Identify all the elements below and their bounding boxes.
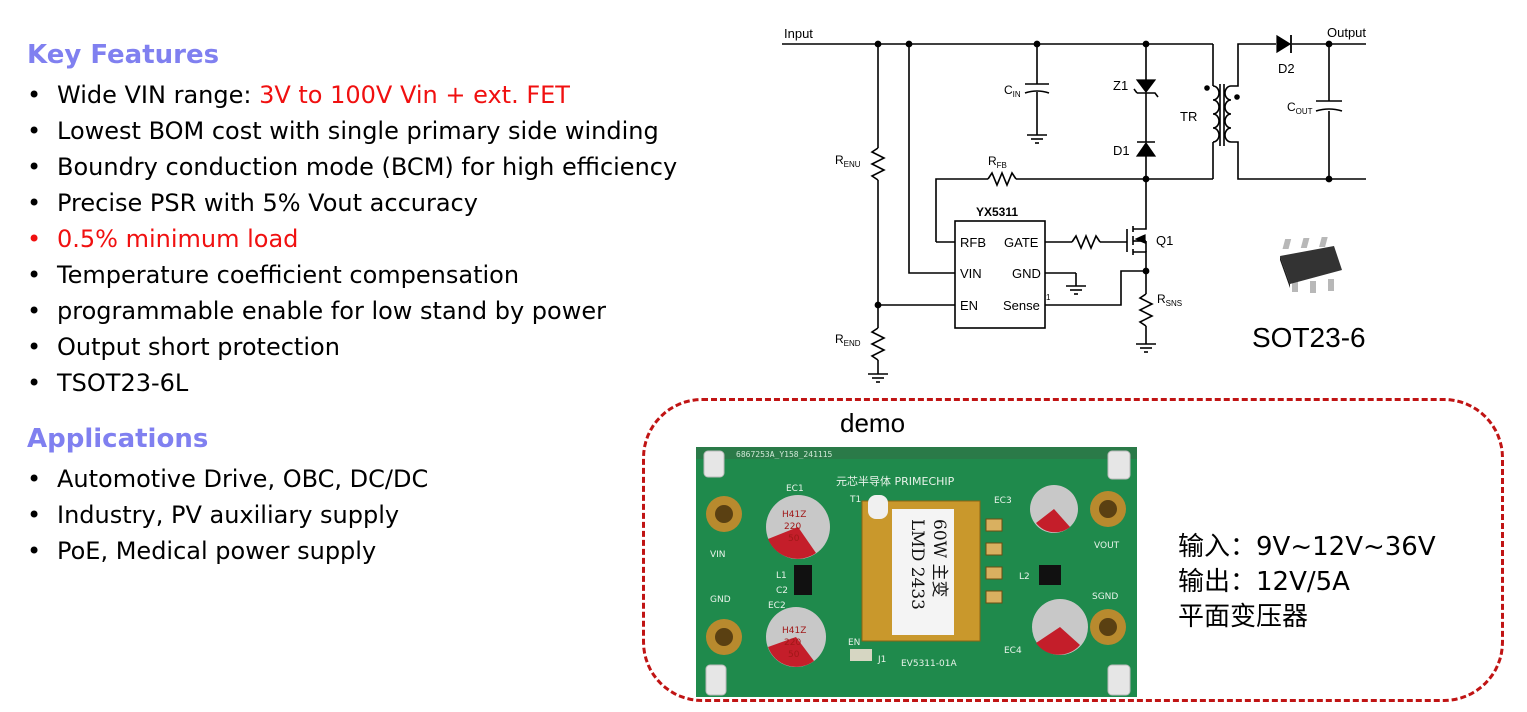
gnd-silk: GND: [710, 595, 731, 605]
bullet-icon: •: [27, 333, 42, 361]
list-item: •Output short protection: [27, 329, 677, 365]
rend-label: REND: [835, 332, 861, 348]
l1-silk: L1: [776, 571, 787, 581]
standoff-icon: [1107, 664, 1131, 696]
list-item: •0.5% minimum load: [27, 221, 677, 257]
input-label: Input: [784, 26, 813, 41]
inductor-l2: [1039, 565, 1061, 585]
bullet-icon: •: [27, 225, 42, 253]
q1-label: Q1: [1156, 233, 1173, 248]
list-item: •programmable enable for low stand by po…: [27, 293, 677, 329]
rfb-label: RFB: [988, 154, 1007, 170]
demo-label: demo: [840, 408, 906, 438]
spec-output: 输出：12V/5A: [1178, 567, 1350, 597]
bullet-icon: •: [27, 189, 42, 217]
key-features-title: Key Features: [27, 40, 220, 70]
svg-text:50: 50: [788, 534, 800, 544]
list-item: •Industry, PV auxiliary supply: [27, 497, 428, 533]
standoff-icon: [705, 664, 727, 696]
ic-name: YX5311: [976, 205, 1018, 219]
list-item: •Wide VIN range: 3V to 100V Vin + ext. F…: [27, 77, 677, 113]
vout-silk: VOUT: [1094, 541, 1120, 551]
ec2-silk: EC2: [768, 601, 786, 611]
en-header: [850, 649, 872, 661]
j1-silk: J1: [877, 655, 886, 665]
standoff-icon: [703, 450, 725, 478]
tr-label: TR: [1180, 109, 1197, 124]
sot23-chip-icon: [1280, 237, 1342, 293]
ec1-silk: EC1: [786, 484, 804, 494]
key-features-list: •Wide VIN range: 3V to 100V Vin + ext. F…: [27, 77, 677, 401]
en-silk: EN: [848, 638, 860, 648]
bullet-icon: •: [27, 537, 42, 565]
vin-silk: VIN: [710, 550, 726, 560]
cin-label: CIN: [1004, 83, 1021, 99]
bullet-icon: •: [27, 369, 42, 397]
rsns-label: RSNS: [1157, 292, 1182, 308]
renu-label: RENU: [835, 153, 861, 169]
sgnd-silk: SGND: [1092, 592, 1118, 602]
svg-text:H41Z: H41Z: [782, 510, 806, 520]
diode-d2-icon: [1276, 34, 1292, 54]
pin-gate: GATE: [1004, 235, 1039, 250]
bullet-icon: •: [27, 117, 42, 145]
pin-en: EN: [960, 298, 978, 313]
package-label: SOT23-6: [1252, 322, 1366, 353]
transformer-text-1: 60W 主变: [929, 519, 949, 598]
list-item: •Temperature coefficient compensation: [27, 257, 677, 293]
pin-sense: Sense: [1003, 298, 1040, 313]
list-item: •Boundry conduction mode (BCM) for high …: [27, 149, 677, 185]
diode-d1-icon: [1135, 141, 1157, 157]
spec-transformer: 平面变压器: [1178, 602, 1309, 632]
pin-gnd: GND: [1012, 266, 1041, 281]
list-item: •Precise PSR with 5% Vout accuracy: [27, 185, 677, 221]
t1-silk: T1: [849, 495, 861, 505]
transformer-label: [892, 509, 954, 635]
standoff-icon: [1107, 450, 1131, 480]
applications-title: Applications: [27, 424, 209, 454]
demo-specs: 输入：9V~12V~36V 输出：12V/5A 平面变压器: [1178, 530, 1436, 635]
bullet-icon: •: [27, 501, 42, 529]
inductor-l1: [794, 565, 812, 595]
bullet-icon: •: [27, 81, 42, 109]
ec4-silk: EC4: [1004, 646, 1022, 656]
c2-silk: C2: [776, 586, 788, 596]
transformer-text-2: LMD 2433: [907, 519, 927, 610]
svg-text:H41Z: H41Z: [782, 626, 806, 636]
output-label: Output: [1327, 25, 1366, 40]
ec3-silk: EC3: [994, 496, 1012, 506]
cout-label: COUT: [1287, 100, 1313, 116]
d2-label: D2: [1278, 61, 1295, 76]
pin-vin: VIN: [960, 266, 982, 281]
board-brand: 元芯半导体 PRIMECHIP: [836, 474, 955, 488]
zener-diode-icon: [1135, 79, 1157, 93]
board-serial: 6867253A_Y158_241115: [736, 450, 833, 459]
svg-text:220: 220: [784, 638, 801, 648]
demo-frame: [642, 398, 1504, 702]
bullet-icon: •: [27, 297, 42, 325]
list-item: •Lowest BOM cost with single primary sid…: [27, 113, 677, 149]
pin1-marker: 1: [1046, 293, 1051, 302]
z1-label: Z1: [1113, 78, 1128, 93]
ground-icon: [868, 134, 1156, 383]
list-item: •Automotive Drive, OBC, DC/DC: [27, 461, 428, 497]
bullet-icon: •: [27, 465, 42, 493]
flyback-schematic: Input Output YX5311 RFB VIN EN GATE GND …: [782, 25, 1366, 383]
demo-board-image: 6867253A_Y158_241115 元芯半导体 PRIMECHIP VIN…: [696, 447, 1137, 697]
svg-text:50: 50: [788, 650, 800, 660]
spec-input: 输入：9V~12V~36V: [1178, 532, 1436, 562]
l2-silk: L2: [1019, 572, 1030, 582]
bullet-icon: •: [27, 153, 42, 181]
svg-text:220: 220: [784, 522, 801, 532]
pin-rfb: RFB: [960, 235, 986, 250]
list-item: •PoE, Medical power supply: [27, 533, 428, 569]
list-item: •TSOT23-6L: [27, 365, 677, 401]
board-model: EV5311-01A: [901, 659, 957, 669]
d1-label: D1: [1113, 143, 1130, 158]
bullet-icon: •: [27, 261, 42, 289]
applications-list: •Automotive Drive, OBC, DC/DC •Industry,…: [27, 461, 428, 569]
